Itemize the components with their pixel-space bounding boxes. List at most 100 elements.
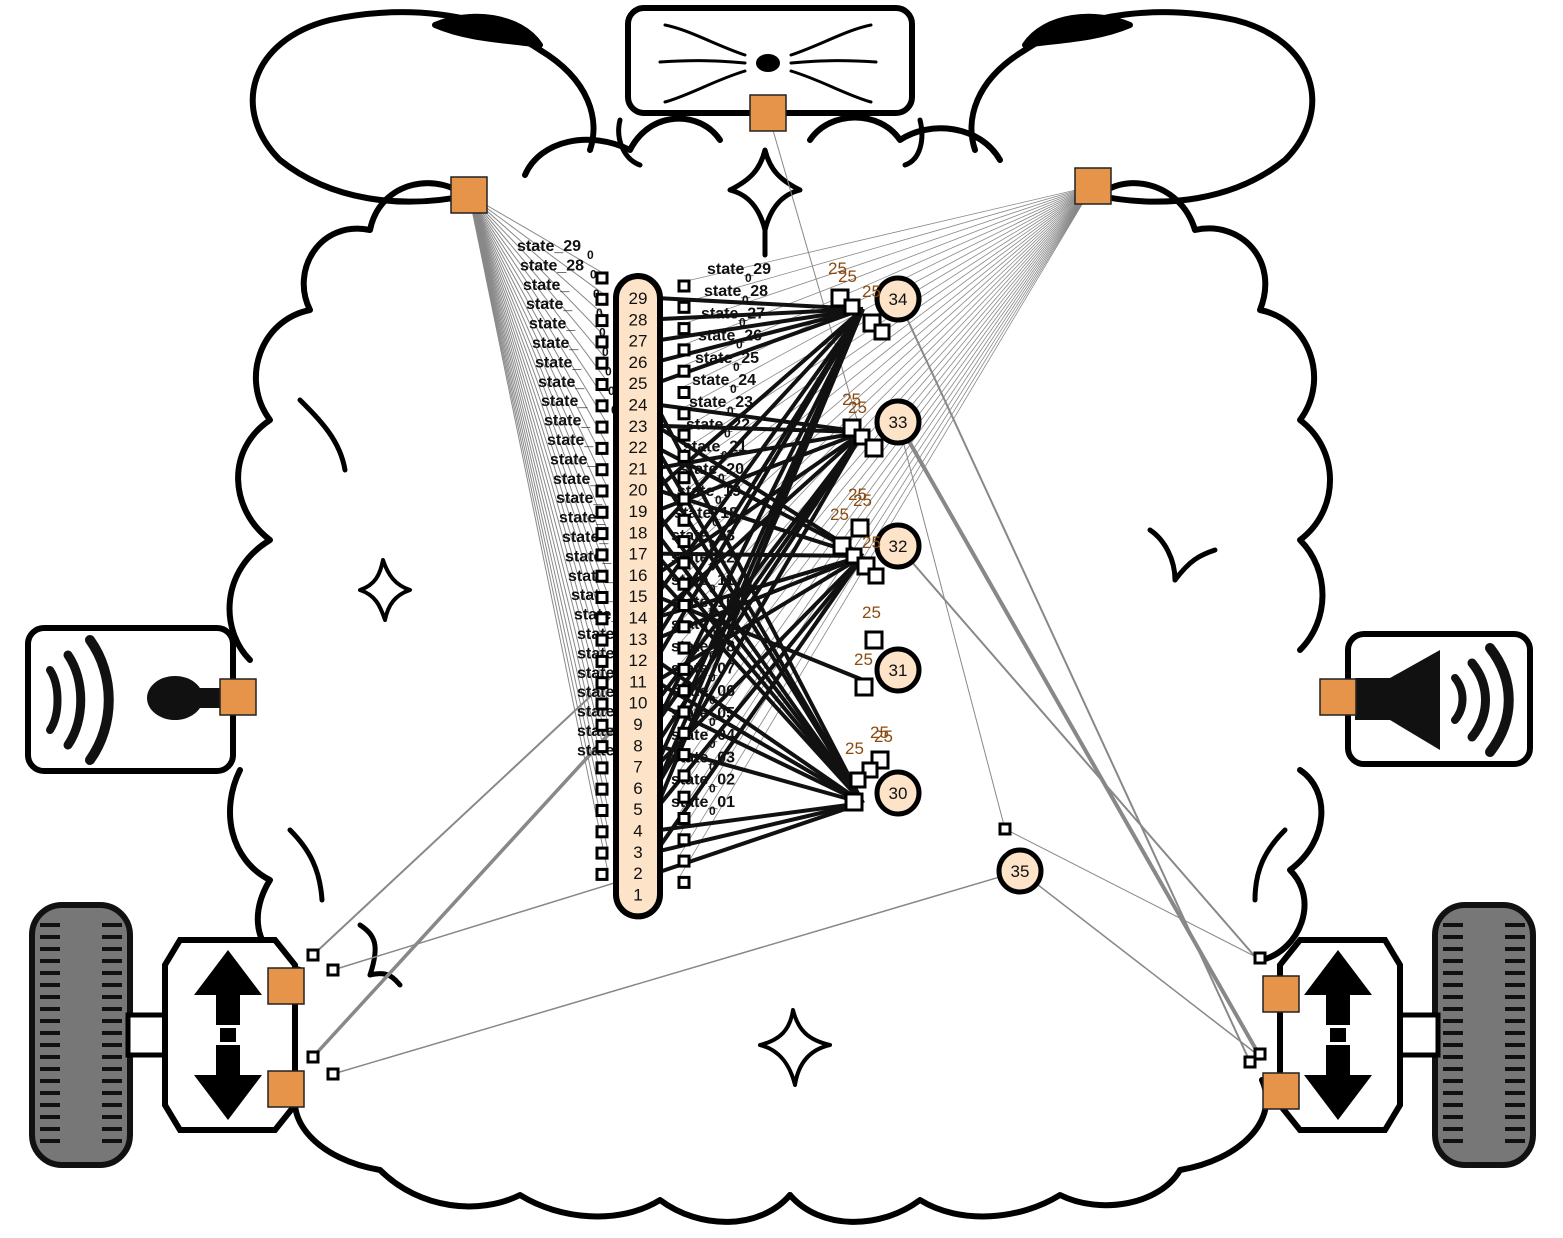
synapse-box: [854, 677, 874, 697]
neuron-17-label: 17: [629, 545, 648, 564]
synapse-box: [595, 356, 609, 370]
state-subscript: 0: [736, 338, 743, 352]
state-label: state_23: [689, 394, 753, 411]
motor-right-backward-port: [1262, 1072, 1300, 1110]
synapse-box: [595, 335, 609, 349]
synapse-box: [595, 825, 609, 839]
motor-left: [29, 902, 298, 1168]
neuron-24-label: 24: [629, 396, 648, 415]
neuron-26-label: 26: [629, 353, 648, 372]
weight-label: 25: [828, 259, 847, 278]
synapse-box: [677, 684, 691, 698]
state-subscript: 0: [709, 648, 716, 662]
synapse-box: [677, 300, 691, 314]
state-subscript: 0: [709, 582, 716, 596]
state-label: state_21: [683, 439, 747, 456]
neuron-35: 35: [996, 847, 1044, 895]
weight-label: 25: [830, 505, 849, 524]
synapse-box: [595, 804, 609, 817]
synapse-box: [595, 633, 609, 647]
neuron-33: 33: [874, 398, 922, 446]
state-label: state_: [559, 510, 606, 527]
synapse-box: [595, 697, 609, 711]
synapse-markers: [306, 271, 1267, 1081]
neuron-31-label: 31: [889, 661, 908, 680]
state-subscript: 0: [733, 360, 740, 374]
state-label: state_: [535, 354, 582, 371]
synapse-box: [595, 591, 609, 604]
state-subscript: 0: [709, 804, 716, 818]
synapse-box: [595, 378, 609, 391]
synapse-box: [595, 612, 609, 626]
speaker-actuator: [1345, 631, 1533, 767]
state-label: state_: [556, 490, 603, 507]
state-subscript: 0: [715, 493, 722, 507]
neuron-21-label: 21: [629, 459, 648, 478]
neuron-35-label: 35: [1011, 862, 1030, 881]
synapse-box: [677, 364, 691, 378]
synapse-box: [677, 386, 691, 399]
state-label: state_: [538, 374, 585, 391]
wheel-motor-icon: [29, 902, 298, 1168]
microphone-icon: [46, 635, 220, 765]
state-label: state_20: [680, 461, 744, 478]
state-label: state_26: [698, 328, 762, 345]
state-subscript: 0: [709, 626, 716, 640]
synapse-box: [850, 518, 870, 538]
synapse-box: [595, 527, 609, 541]
state-label: state_: [547, 432, 594, 449]
synapse-box: [595, 399, 609, 413]
synapse-box: [306, 948, 320, 962]
state-subscript: 0: [724, 426, 731, 440]
synapse-box: [998, 822, 1012, 836]
synapse-box: [677, 407, 691, 421]
state-subscript: 0: [709, 671, 716, 685]
synapse-box: [595, 463, 609, 477]
weight-label: 25: [838, 267, 857, 286]
weight-label: 25: [870, 723, 889, 742]
synapse-box: [595, 484, 609, 498]
synapse-box: [677, 705, 691, 719]
synapse-box: [595, 569, 609, 583]
state-subscript: 0: [709, 560, 716, 574]
synapse-box: [677, 535, 691, 549]
state-subscript: 0: [709, 693, 716, 707]
synapse-box: [677, 471, 691, 485]
motor-right: [1277, 902, 1536, 1168]
neuron-8-label: 8: [633, 736, 642, 755]
state-subscript: 0: [709, 715, 716, 729]
synapse-box: [844, 792, 864, 812]
neuron-15-label: 15: [629, 587, 648, 606]
motor-right-forward-port: [1262, 975, 1300, 1013]
synapse-box: [595, 718, 609, 732]
state-subscript: 0: [721, 449, 728, 463]
neuron-13-label: 13: [629, 630, 648, 649]
state-subscript: 0: [709, 782, 716, 796]
synapse-box: [677, 428, 691, 442]
neuron-11-label: 11: [629, 672, 647, 691]
neuron-31: 31: [874, 646, 922, 694]
brain-outline: [226, 9, 1333, 1225]
weight-label: 25: [848, 485, 867, 504]
weight-label: 25: [862, 603, 881, 622]
neuron-34-label: 34: [889, 290, 908, 309]
microphone-port: [219, 678, 257, 716]
state-subscript: 0: [608, 384, 615, 398]
weak-connections: [311, 112, 1264, 1075]
weight-label: 25: [862, 282, 881, 301]
synapse-box: [1253, 1047, 1267, 1061]
state-label: state_: [541, 393, 588, 410]
state-label: state_: [577, 684, 624, 701]
state-label: state_: [544, 413, 591, 430]
synapse-box: [677, 449, 691, 463]
neuron-14-label: 14: [629, 609, 648, 628]
state-label: state_: [577, 665, 624, 682]
speaker-icon: [1355, 643, 1514, 757]
neuron-18-label: 18: [629, 523, 648, 542]
state-label: state_: [553, 471, 600, 488]
state-subscript: 0: [590, 267, 597, 281]
neuron-20-label: 20: [629, 481, 648, 500]
synapse-box: [1243, 1055, 1257, 1069]
state-subscript: 0: [709, 759, 716, 773]
